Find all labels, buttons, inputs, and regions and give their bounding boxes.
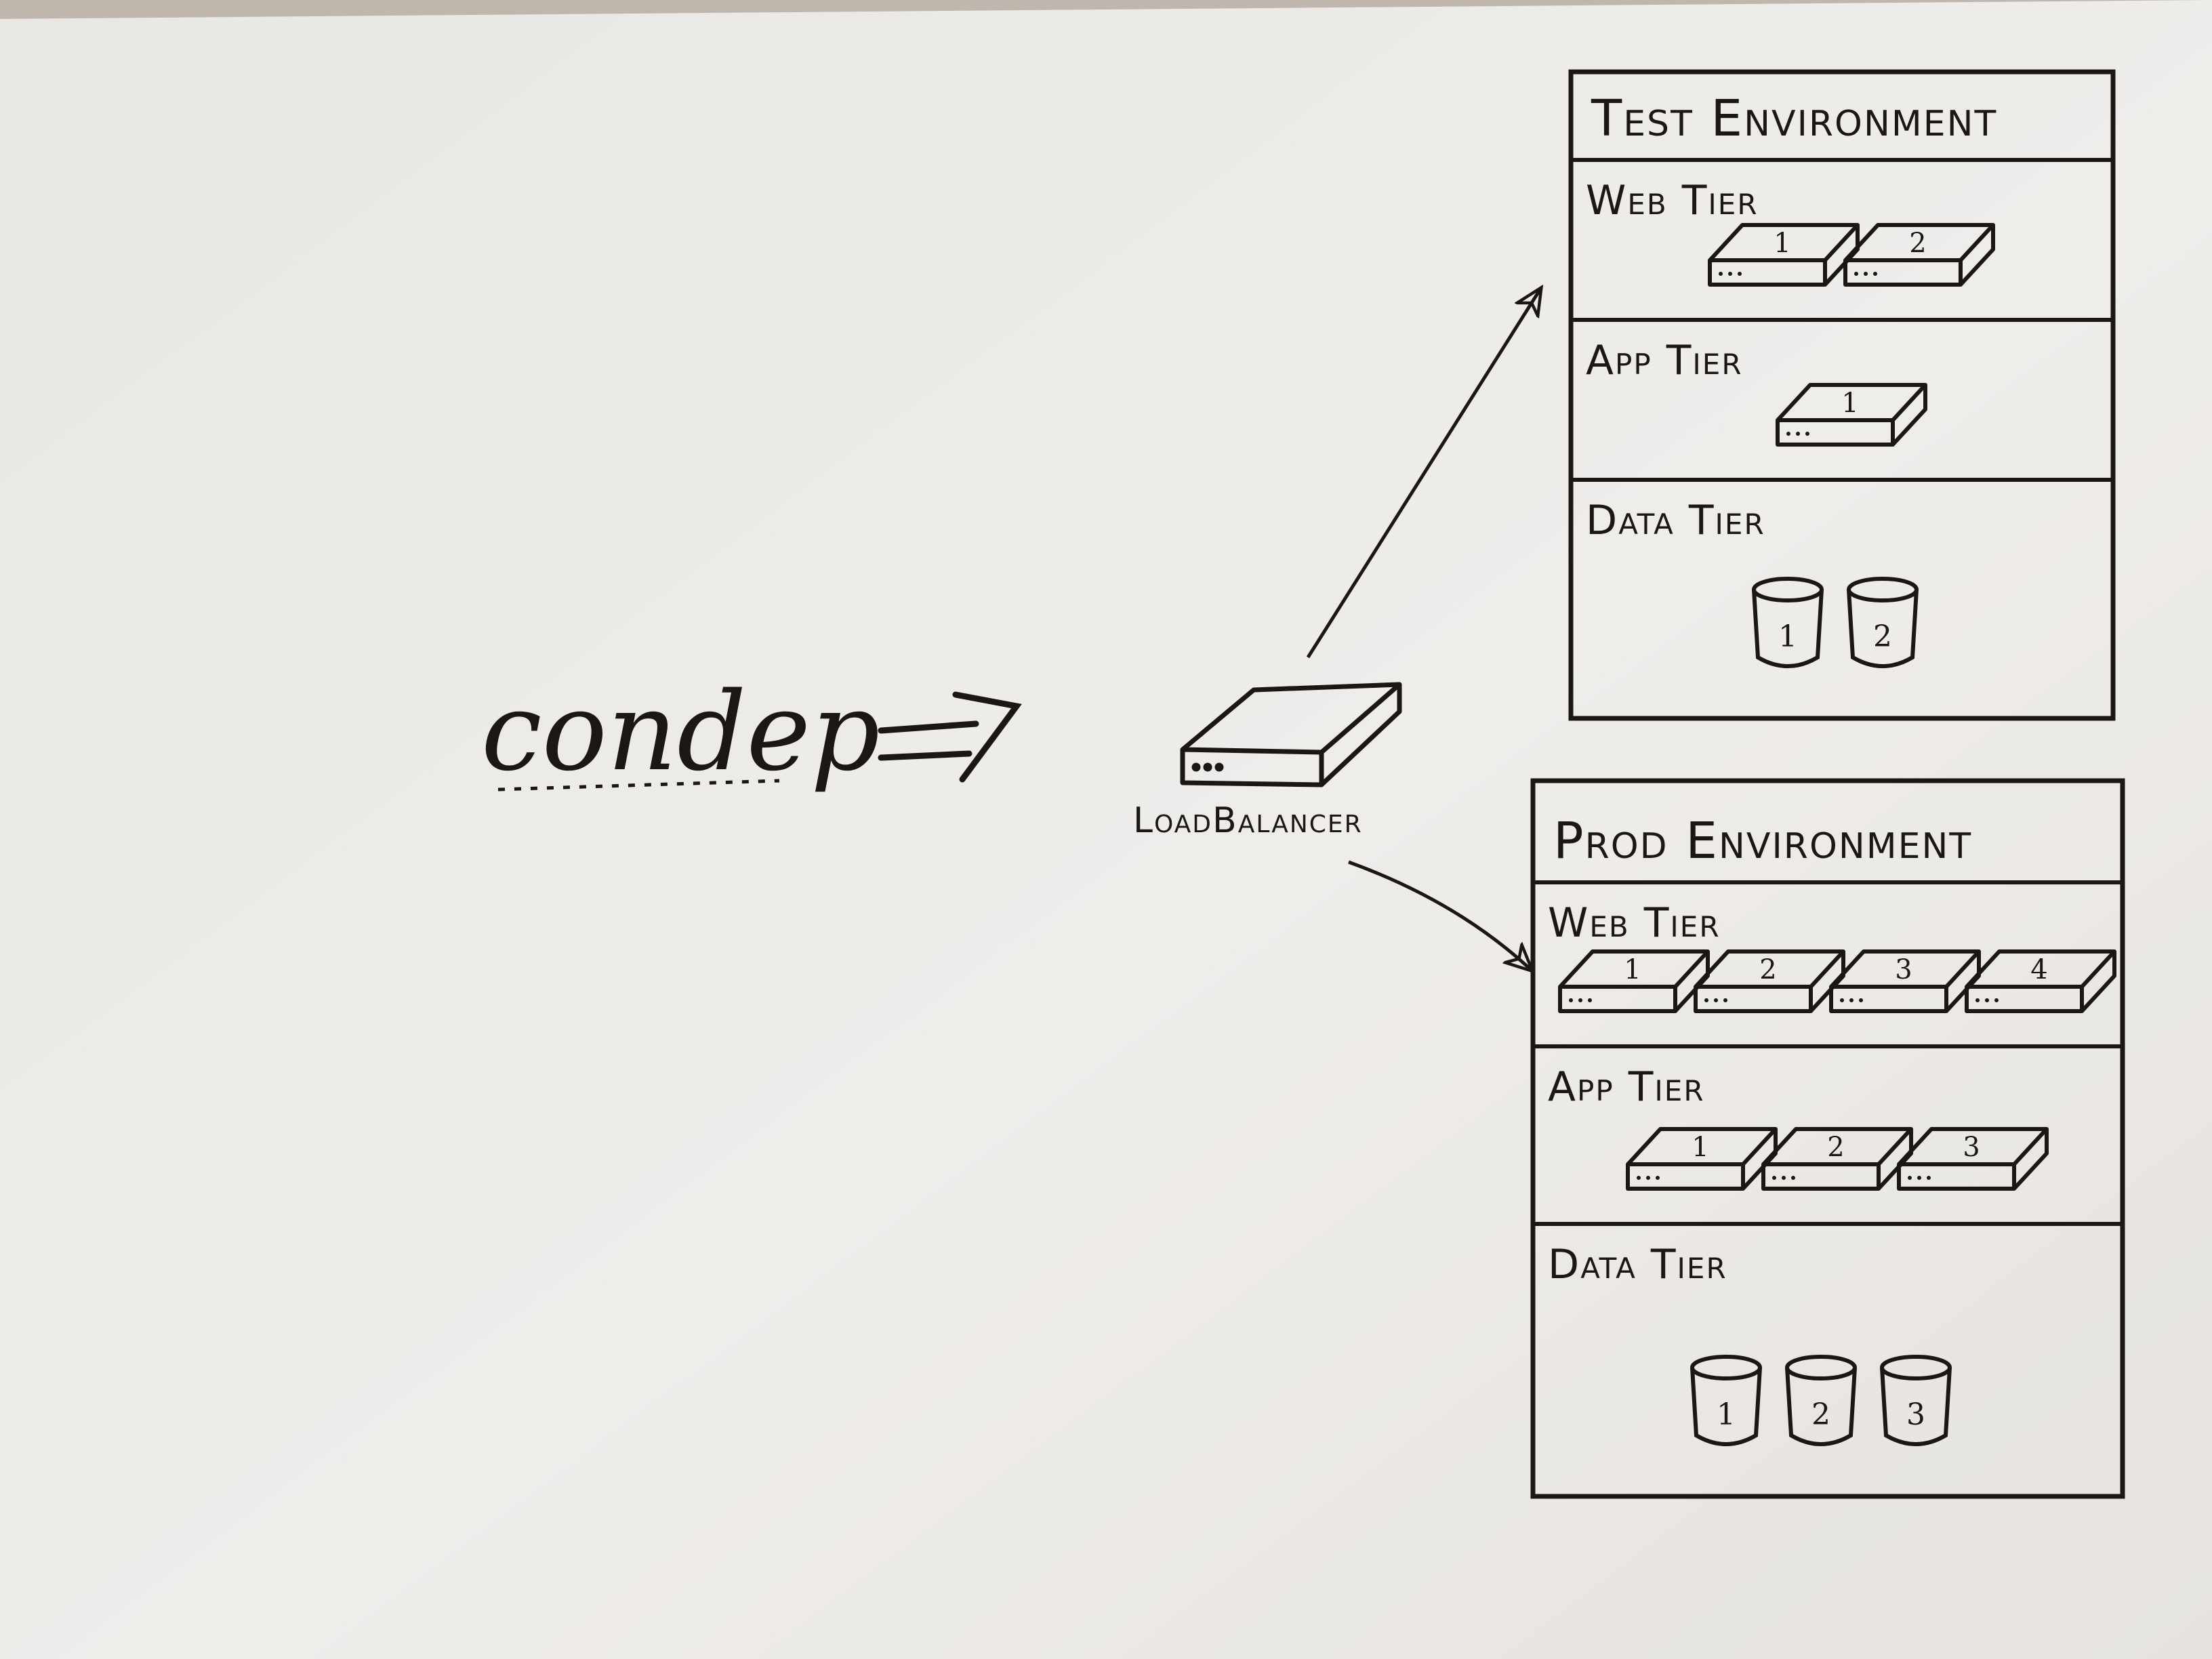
server-node-number: 1 [1774, 228, 1790, 259]
source-node: condep [481, 668, 880, 795]
database-node-number: 2 [1811, 1397, 1830, 1432]
database-node [1752, 577, 1824, 668]
tier-label: App Tier [1586, 337, 1743, 384]
server-node-number: 3 [1963, 1132, 1980, 1163]
tier-web-tier: Web Tier 1 2 [1586, 177, 1995, 287]
server-node-number: 2 [1827, 1132, 1844, 1163]
tier-data-tier: Data Tier 1 2 3 [1548, 1241, 1952, 1446]
tier-label: Web Tier [1586, 177, 1759, 224]
tier-app-tier: App Tier 1 [1586, 337, 1927, 447]
database-node [1785, 1355, 1857, 1446]
load-balancer-label: LoadBalancer [1133, 800, 1363, 841]
database-node-number: 1 [1717, 1397, 1736, 1432]
server-node [1558, 949, 1710, 1013]
load-balancer [1180, 682, 1402, 787]
database-node-number: 2 [1873, 619, 1892, 654]
server-node-number: 4 [2030, 954, 2047, 985]
server-node-number: 3 [1895, 954, 1912, 985]
server-node [1897, 1127, 2049, 1191]
tier-label: Web Tier [1548, 899, 1721, 947]
database-node-number: 1 [1778, 619, 1797, 654]
source-label: condep [481, 668, 880, 795]
tier-label: Data Tier [1548, 1241, 1727, 1288]
database-node [1690, 1355, 1762, 1446]
server-node [1965, 949, 2116, 1013]
environment-frame [1530, 778, 2125, 1499]
database-node [1847, 577, 1919, 668]
arrow-to-test [1306, 290, 1540, 659]
server-node-number: 1 [1692, 1132, 1708, 1163]
server-node-number: 2 [1909, 228, 1926, 259]
server-node [1843, 223, 1995, 287]
tier-app-tier: App Tier 1 2 3 [1548, 1063, 2049, 1191]
tier-data-tier: Data Tier 1 2 [1586, 497, 1919, 668]
arrow-to-prod [1348, 860, 1530, 969]
server-node-number: 1 [1841, 388, 1858, 419]
environment-title: Test Environment [1591, 89, 1997, 148]
tier-label: Data Tier [1586, 497, 1765, 544]
environment-frame [1568, 69, 2116, 721]
tier-web-tier: Web Tier 1 2 3 4 [1548, 899, 2116, 1013]
tier-label: App Tier [1548, 1063, 1705, 1111]
server-node-number: 1 [1624, 954, 1641, 985]
database-node-number: 3 [1906, 1397, 1925, 1432]
server-node [1776, 383, 1927, 447]
deploy-arrow [878, 691, 1022, 783]
server-node-number: 2 [1759, 954, 1776, 985]
environment-title: Prod Environment [1553, 812, 1972, 870]
database-node [1880, 1355, 1952, 1446]
